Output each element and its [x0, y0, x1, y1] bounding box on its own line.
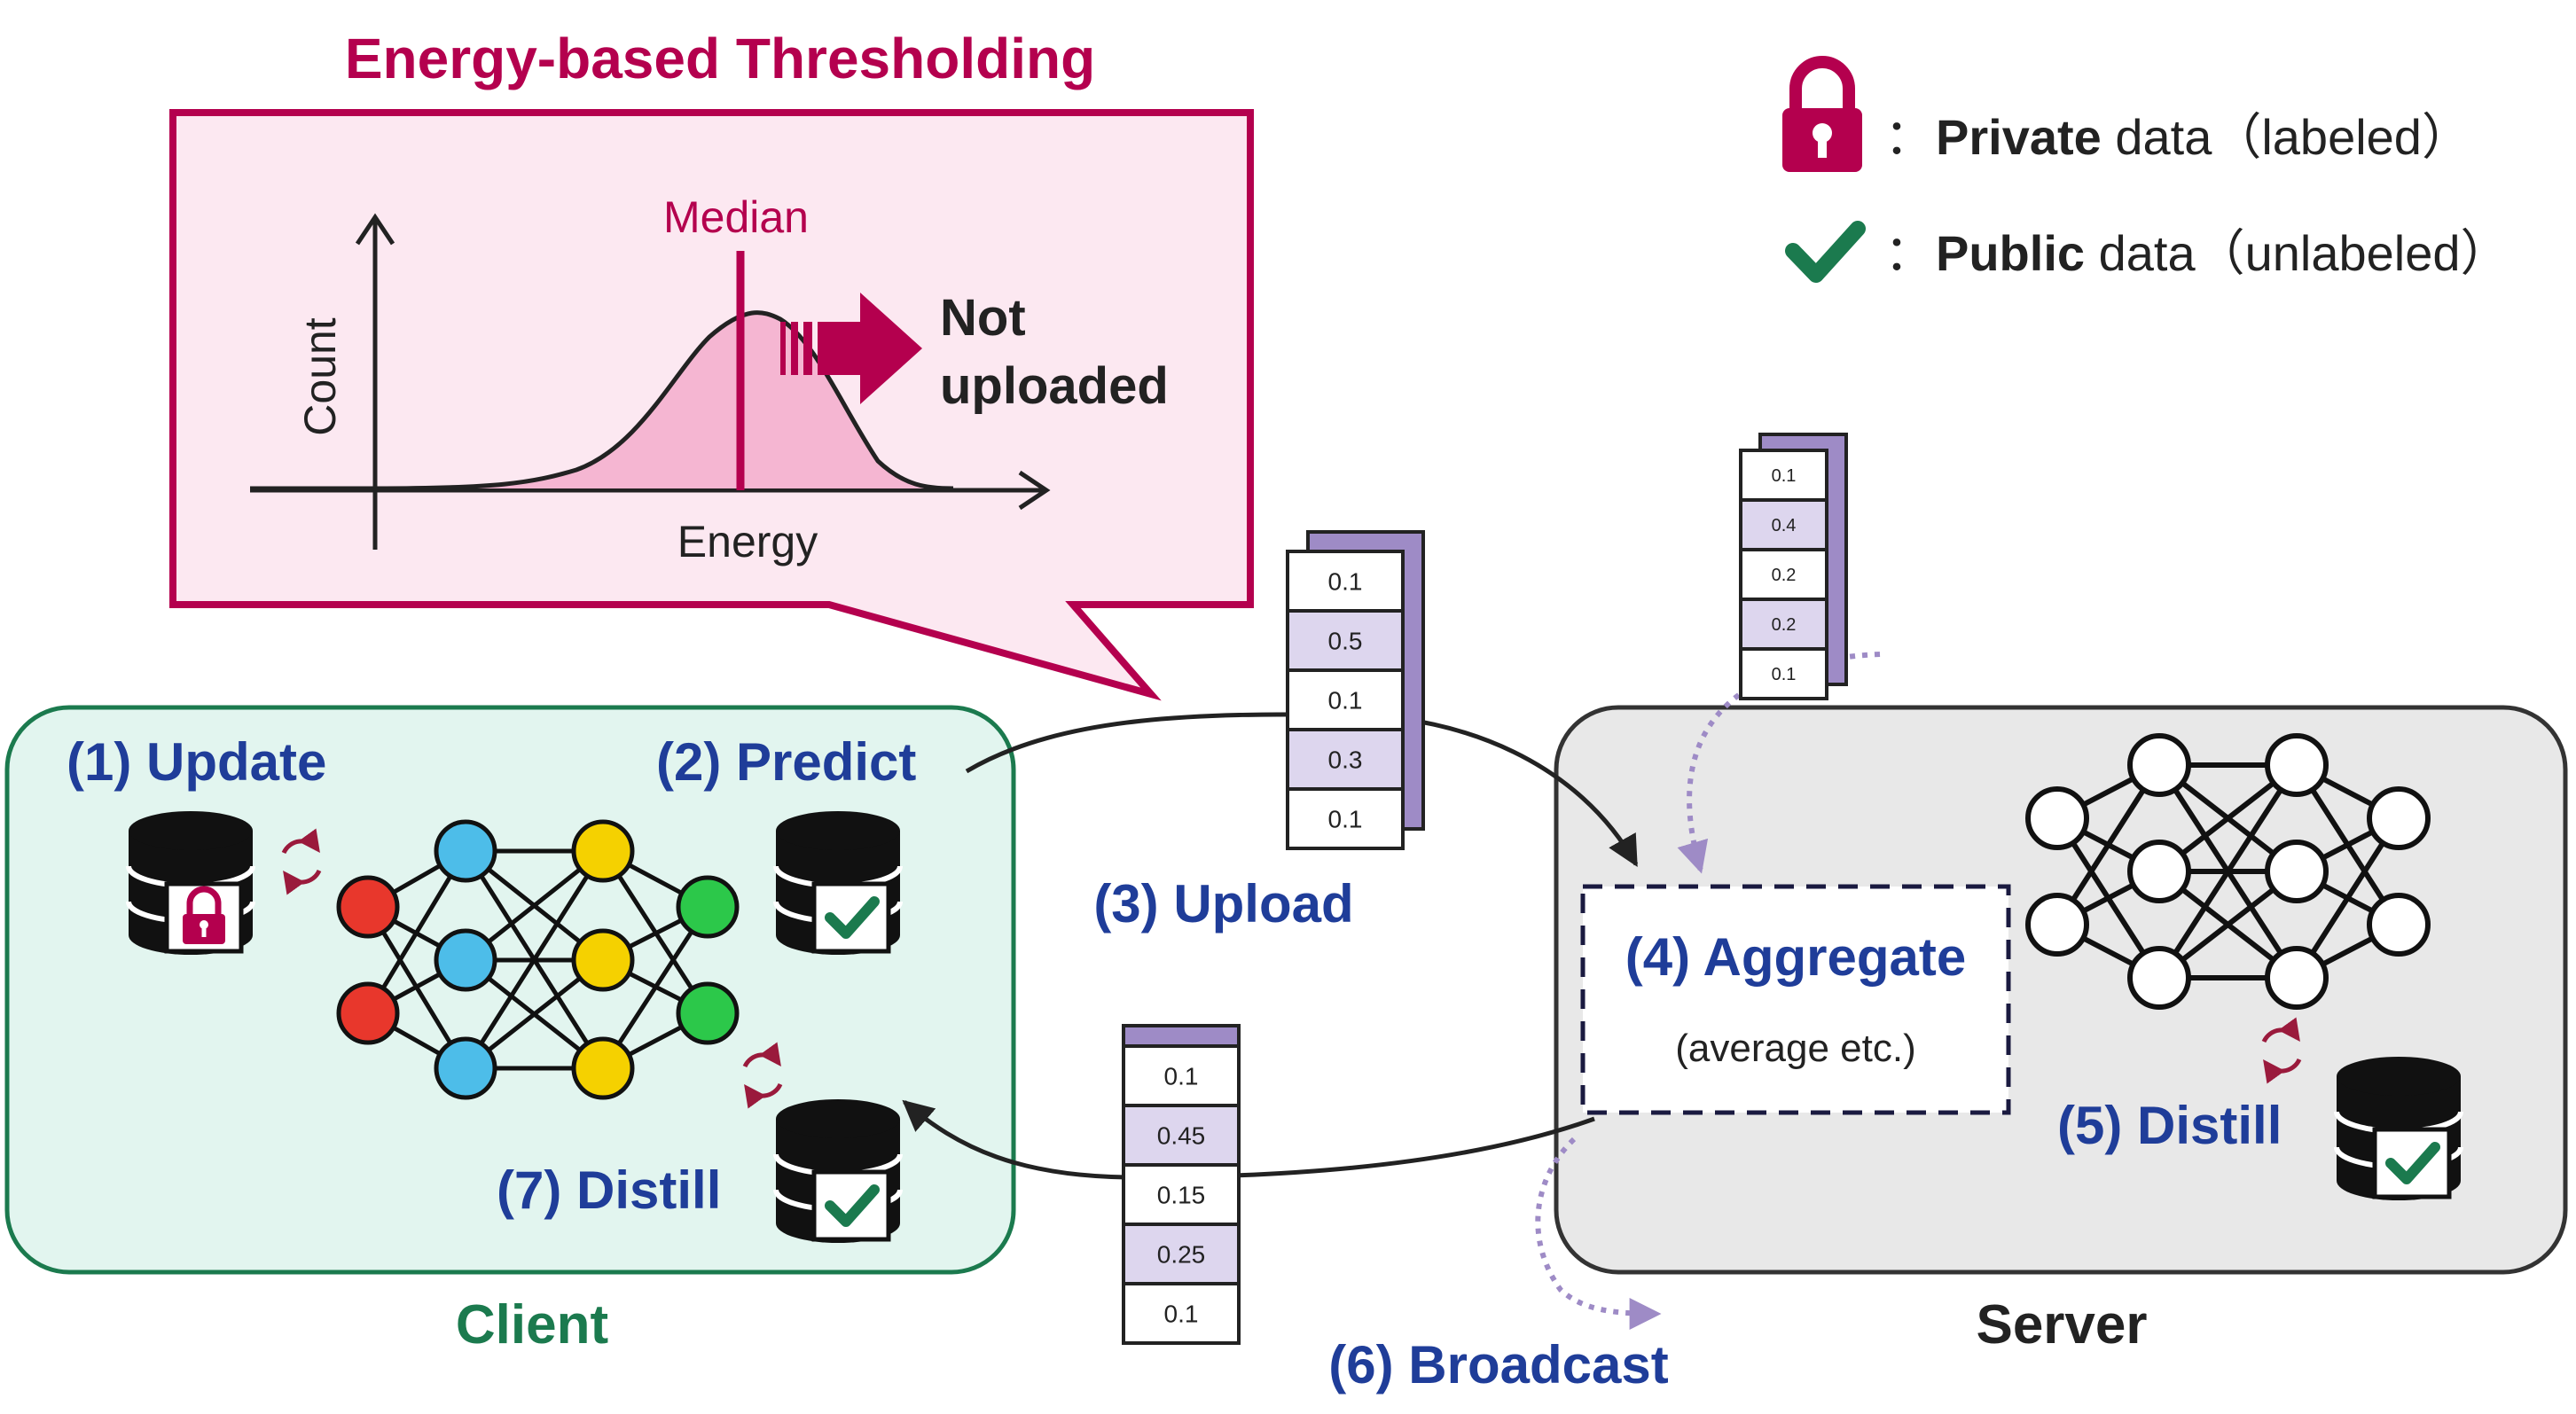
- legend-public-rest: data（unlabeled）: [2085, 225, 2509, 281]
- not-uploaded-label-2: uploaded: [940, 357, 1169, 415]
- server-vector-value: 0.1: [1772, 466, 1797, 486]
- upload-vector-cell: 0.1: [1286, 668, 1405, 731]
- histogram-ylabel: Count: [295, 317, 345, 436]
- broadcast-vector-cell: 0.1: [1122, 1044, 1241, 1107]
- upload-vector-value: 0.1: [1328, 805, 1363, 832]
- client-box: [4, 705, 1016, 1275]
- broadcast-vector-value: 0.15: [1157, 1181, 1206, 1208]
- server-vector-cell: 0.2: [1739, 598, 1828, 651]
- server-vector: 0.1 0.4 0.2 0.2 0.1: [1739, 433, 1848, 700]
- client-predict-label: (2) Predict: [656, 732, 916, 792]
- server-vector-cell: 0.1: [1739, 647, 1828, 700]
- client-label: Client: [456, 1294, 608, 1355]
- server-distill-label: (5) Distill: [2057, 1096, 2282, 1155]
- broadcast-label: (6) Broadcast: [1328, 1335, 1668, 1394]
- upload-vector-value: 0.1: [1328, 686, 1363, 714]
- legend-public-bold: Public: [1936, 225, 2085, 281]
- legend-public-separator: ：: [1884, 225, 1934, 281]
- server-vector-value: 0.2: [1772, 566, 1797, 585]
- aggregate-sublabel: (average etc.): [1675, 1027, 1915, 1070]
- not-uploaded-arrow: [780, 293, 922, 404]
- upload-vector-value: 0.5: [1328, 627, 1363, 654]
- upload-vector-cell: 0.1: [1286, 550, 1405, 613]
- upload-label: (3) Upload: [1093, 874, 1353, 934]
- upload-vector: 0.1 0.5 0.1 0.3 0.1: [1286, 530, 1425, 850]
- histogram: Median Not uploaded Count Energy: [250, 192, 1169, 566]
- client-public-db-icon-distill: [776, 1099, 900, 1243]
- server-neural-network-icon: [2025, 733, 2431, 1010]
- lock-icon: [1782, 56, 1862, 172]
- server-label: Server: [1976, 1294, 2147, 1355]
- broadcast-vector-cell: 0.15: [1122, 1163, 1241, 1226]
- upload-vector-value: 0.1: [1328, 567, 1363, 595]
- client-distill-label: (7) Distill: [497, 1160, 721, 1220]
- aggregate-label: (4) Aggregate: [1625, 927, 1967, 987]
- histogram-xlabel: Energy: [677, 517, 818, 566]
- client-private-db-icon: [129, 811, 253, 955]
- broadcast-out-arrow: [1535, 1137, 1662, 1330]
- broadcast-vector-cell: 0.1: [1122, 1282, 1241, 1345]
- not-uploaded-label-1: Not: [940, 289, 1026, 347]
- broadcast-vector-cell: 0.45: [1122, 1104, 1241, 1167]
- client-update-label: (1) Update: [67, 732, 326, 792]
- legend-private-rest: data（labeled）: [2102, 109, 2471, 165]
- check-icon: [1785, 221, 1866, 283]
- upload-vector-cell: 0.1: [1286, 787, 1405, 850]
- upload-vector-cell: 0.3: [1286, 728, 1405, 791]
- server-vector-value: 0.1: [1772, 665, 1797, 684]
- legend-private-text: Private data（labeled）: [1936, 109, 2471, 165]
- median-label: Median: [663, 192, 809, 242]
- broadcast-vector-value: 0.1: [1164, 1062, 1199, 1090]
- legend-private-separator: ：: [1884, 109, 1934, 165]
- broadcast-vector-value: 0.1: [1164, 1300, 1199, 1327]
- server-vector-cell: 0.1: [1739, 449, 1828, 502]
- legend-public-text: Public data（unlabeled）: [1936, 225, 2509, 281]
- server-vector-cell: 0.4: [1739, 498, 1828, 551]
- broadcast-vector-value: 0.45: [1157, 1121, 1206, 1149]
- client-public-db-icon-predict: [776, 811, 900, 955]
- upload-vector-cell: 0.5: [1286, 609, 1405, 672]
- client-neural-network-icon: [336, 819, 740, 1100]
- server-public-db-icon: [2337, 1057, 2461, 1200]
- aggregate-box: [1580, 884, 2011, 1115]
- legend: ： Private data（labeled） ： Public data（un…: [1782, 56, 2509, 283]
- server-vector-value: 0.4: [1772, 516, 1797, 535]
- upload-vector-value: 0.3: [1328, 746, 1363, 773]
- broadcast-vector-value: 0.25: [1157, 1240, 1206, 1268]
- server-vector-value: 0.2: [1772, 615, 1797, 635]
- callout-title: Energy-based Thresholding: [345, 27, 1095, 90]
- broadcast-vector: 0.1 0.45 0.15 0.25 0.1: [1122, 1024, 1241, 1345]
- server-vector-cell: 0.2: [1739, 548, 1828, 601]
- broadcast-vector-cell: 0.25: [1122, 1223, 1241, 1285]
- legend-private-bold: Private: [1936, 109, 2102, 165]
